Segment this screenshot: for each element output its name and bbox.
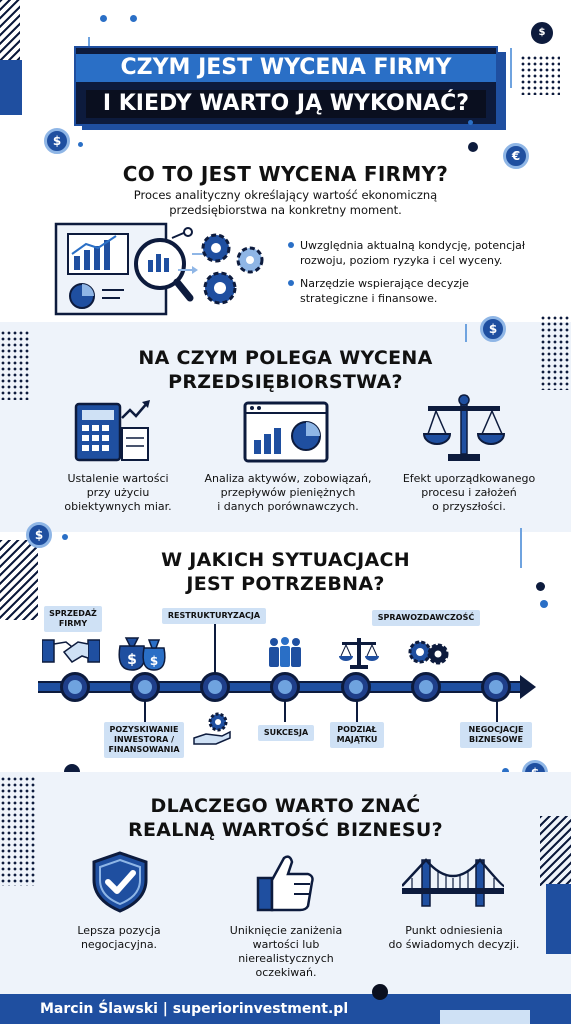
decor-dot bbox=[372, 984, 388, 1000]
decor-dot bbox=[78, 142, 83, 147]
svg-text:$: $ bbox=[150, 654, 158, 668]
dollar-coin-icon: $ bbox=[480, 316, 506, 342]
section2-item-3: Efekt uporządkowanego procesu i założeń … bbox=[402, 472, 536, 513]
section4-item-2: Uniknięcie zaniżenia wartości lub nierea… bbox=[229, 924, 343, 979]
balance-scale-icon bbox=[422, 394, 506, 461]
svg-text:$: $ bbox=[127, 652, 137, 668]
money-bags-icon: $ $ bbox=[118, 637, 166, 671]
footer-accent-block bbox=[440, 1010, 530, 1024]
timeline-connector bbox=[214, 624, 216, 674]
timeline-node bbox=[481, 672, 511, 702]
decor-line bbox=[510, 48, 512, 88]
dollar-coin-icon: $ bbox=[531, 22, 553, 44]
timeline-connector bbox=[356, 700, 358, 722]
section2-title-line2: PRZEDSIĘBIORSTWA? bbox=[168, 371, 403, 393]
decor-stripes-left bbox=[0, 540, 38, 620]
timeline-node bbox=[270, 672, 300, 702]
people-team-icon bbox=[269, 637, 301, 667]
report-analysis-illustration bbox=[54, 222, 264, 316]
decor-block-right-bottom bbox=[546, 884, 571, 954]
gears-icon bbox=[408, 640, 449, 665]
dashboard-screen-icon bbox=[243, 401, 329, 463]
section4-title-line2: REALNĄ WARTOŚĆ BIZNESU? bbox=[128, 819, 443, 841]
timeline-node bbox=[60, 672, 90, 702]
timeline-arrow-icon bbox=[520, 675, 536, 699]
decor-line bbox=[520, 528, 522, 568]
decor-line bbox=[465, 324, 467, 342]
timeline-connector bbox=[144, 700, 146, 722]
dollar-coin-icon: $ bbox=[26, 522, 52, 548]
timeline-node bbox=[130, 672, 160, 702]
decor-dot bbox=[536, 582, 545, 591]
section1-desc-line2: przedsiębiorstwa na konkretny moment. bbox=[169, 203, 402, 217]
section3-title-line2: JEST POTRZEBNA? bbox=[186, 573, 385, 595]
decor-block-top-left bbox=[0, 60, 22, 115]
footer-text: Marcin Ślawski | superiorinvestment.pl bbox=[40, 1001, 349, 1017]
tag-restrukturyzacja: RESTRUKTURYZACJA bbox=[162, 608, 266, 624]
tag-sukcesja: SUKCESJA bbox=[258, 725, 314, 741]
section4-item-1: Lepsza pozycja negocjacyjna. bbox=[77, 924, 161, 951]
decor-dot bbox=[502, 768, 509, 775]
section2-title-line1: NA CZYM POLEGA WYCENA bbox=[138, 347, 433, 369]
section4-title-line1: DLACZEGO WARTO ZNAĆ bbox=[150, 795, 421, 817]
timeline-connector bbox=[284, 700, 286, 722]
timeline-connector bbox=[496, 700, 498, 722]
handshake-icon bbox=[42, 639, 100, 663]
scale-small-icon bbox=[339, 638, 379, 669]
section2-item-1: Ustalenie wartości przy użyciu obiektywn… bbox=[64, 472, 172, 513]
decor-dot bbox=[540, 600, 548, 608]
timeline-node bbox=[341, 672, 371, 702]
timeline-node bbox=[411, 672, 441, 702]
section2-item-2: Analiza aktywów, zobowiązań, przepływów … bbox=[204, 472, 372, 513]
tag-podzial-majatku: PODZIAŁ MAJĄTKU bbox=[330, 722, 384, 748]
decor-dot bbox=[62, 534, 68, 540]
thumbs-up-icon bbox=[256, 855, 314, 912]
shield-check-icon bbox=[92, 851, 148, 913]
timeline-node bbox=[200, 672, 230, 702]
decor-dot bbox=[130, 15, 137, 22]
header-line2: I KIEDY WARTO JĄ WYKONAĆ? bbox=[86, 90, 486, 118]
section1-desc-line1: Proces analityczny określający wartość e… bbox=[133, 188, 438, 202]
calculator-chart-icon bbox=[74, 400, 150, 462]
bridge-icon bbox=[402, 858, 504, 907]
decor-stripes-right-bottom bbox=[540, 816, 571, 886]
tag-sprzedaz-firmy: SPRZEDAŻ FIRMY bbox=[44, 606, 102, 632]
dollar-coin-icon: $ bbox=[44, 128, 70, 154]
tag-negocjacje-biznesowe: NEGOCJACJE BIZNESOWE bbox=[460, 722, 532, 748]
decor-dots-left-bottom bbox=[0, 776, 36, 886]
hand-gear-icon bbox=[193, 712, 231, 745]
decor-dots-top-right bbox=[520, 55, 560, 95]
decor-dot bbox=[468, 142, 478, 152]
decor-dots-left bbox=[0, 330, 30, 400]
section3-title-line1: W JAKICH SYTUACJACH bbox=[161, 549, 410, 571]
euro-coin-icon: € bbox=[503, 143, 529, 169]
header-line1: CZYM JEST WYCENA FIRMY bbox=[76, 54, 496, 82]
section1-bullet-1: Uwzględnia aktualną kondycję, potencjał … bbox=[288, 238, 548, 268]
decor-dot bbox=[468, 120, 473, 125]
section1-bullet-2: Narzędzie wspierające decyzje strategicz… bbox=[288, 276, 548, 306]
header-banner: CZYM JEST WYCENA FIRMY I KIEDY WARTO JĄ … bbox=[74, 46, 498, 126]
section4-item-3: Punkt odniesienia do świadomych decyzji. bbox=[388, 924, 520, 951]
decor-dots-right bbox=[540, 315, 571, 390]
tag-pozyskiwanie-inwestora: POZYSKIWANIE INWESTORA / FINANSOWANIA bbox=[104, 722, 184, 758]
section1-title: CO TO JEST WYCENA FIRMY? bbox=[122, 162, 449, 186]
tag-sprawozdawczosc: SPRAWOZDAWCZOŚĆ bbox=[372, 610, 480, 626]
decor-dot bbox=[100, 15, 107, 22]
